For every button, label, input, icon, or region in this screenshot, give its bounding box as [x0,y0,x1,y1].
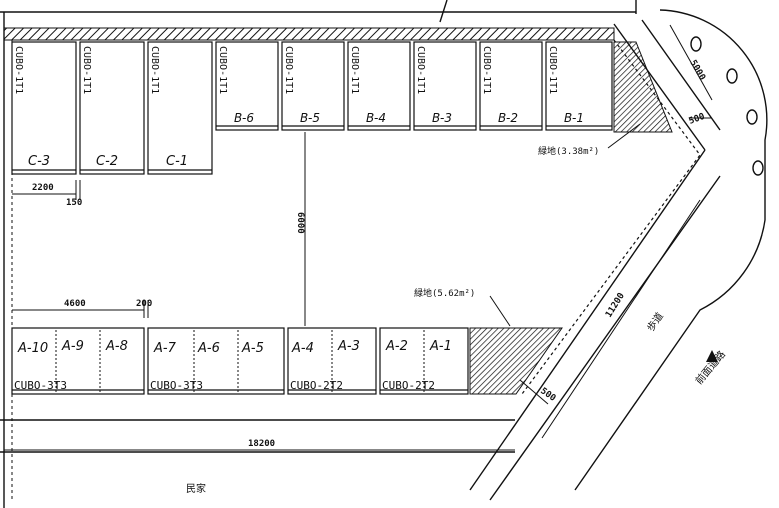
b-bay-5-unit: CUBO-1T1 [283,46,294,94]
sidewalk-label: 歩道 [644,310,666,334]
top-dim-lines [12,180,81,200]
a-bay-4-label: A-4 [291,341,314,356]
a-bay-6-label: A-6 [197,341,220,356]
a-bay-2-label: A-2 [385,339,408,354]
group-dim-lines [12,300,149,318]
a-bay-3-label: A-3 [337,339,360,354]
a-bay-5-label: A-5 [241,341,264,356]
a-bay-8-label: A-8 [105,339,128,354]
b-bay-group [215,41,613,131]
b-bay-2-unit: CUBO-1T1 [481,46,492,94]
a-group-4-unit: CUBO-2T2 [382,379,435,392]
dashed-boundary [521,39,701,395]
front-road-arrow-icon [706,350,718,362]
b-bay-1-unit: CUBO-1T1 [547,46,558,94]
group-width-dim: 4600 [64,299,86,309]
a-group-3-unit: CUBO-2T2 [290,379,343,392]
corner-offset-dim: 5000 [687,59,707,83]
green-area-bottom-label: 緑地(5.62m²) [414,287,475,299]
private-house-label: 民家 [186,482,206,495]
c-bay-2-label: C-2 [96,154,118,169]
green-area-bottom [469,327,563,395]
c-bay-1-label: C-1 [166,154,188,169]
a-bay-9-label: A-9 [61,339,84,354]
c-bay-1-unit: CUBO-1T1 [149,46,160,94]
b-bay-3-label: B-3 [432,111,452,125]
a-group-1-unit: CUBO-3T3 [14,379,67,392]
b-bay-3-unit: CUBO-1T1 [415,46,426,94]
setback-bottom-dim: 500 [538,386,557,404]
site-boundary [0,0,637,508]
bay-width-dim: 2200 [32,183,54,193]
green-area-top-label: 緑地(3.38m²) [538,145,599,157]
road-dim-lines [519,24,713,439]
a-bay-10-label: A-10 [17,341,48,356]
roadside-markers [690,36,764,176]
total-length-dim: 18200 [248,439,275,449]
a-bay-7-label: A-7 [153,341,177,356]
road-lines [469,9,768,501]
top-wall-hatch [3,27,615,41]
c-bay-group [11,41,213,175]
setback-top-dim: 500 [688,112,707,127]
group-gap-dim: 200 [136,299,152,309]
c-bay-2-unit: CUBO-1T1 [81,46,92,94]
b-bay-5-label: B-5 [300,111,320,125]
b-bay-4-unit: CUBO-1T1 [349,46,360,94]
a-bay-1-label: A-1 [429,339,452,354]
a-bay-group [11,327,469,395]
green-bottom-leader [489,295,511,327]
c-bay-3-unit: CUBO-1T1 [13,46,24,94]
b-bay-2-label: B-2 [498,111,518,125]
b-bay-6-unit: CUBO-1T1 [217,46,228,94]
aisle-dim: 6000 [295,212,305,234]
b-bay-6-label: B-6 [234,111,254,125]
green-top-leader [607,123,641,149]
b-bay-1-label: B-1 [564,111,584,125]
a-group-2-unit: CUBO-3T3 [150,379,203,392]
green-area-top [613,41,673,133]
gap-dim: 150 [66,198,82,208]
c-bay-3-label: C-3 [28,154,50,169]
b-bay-4-label: B-4 [366,111,386,125]
